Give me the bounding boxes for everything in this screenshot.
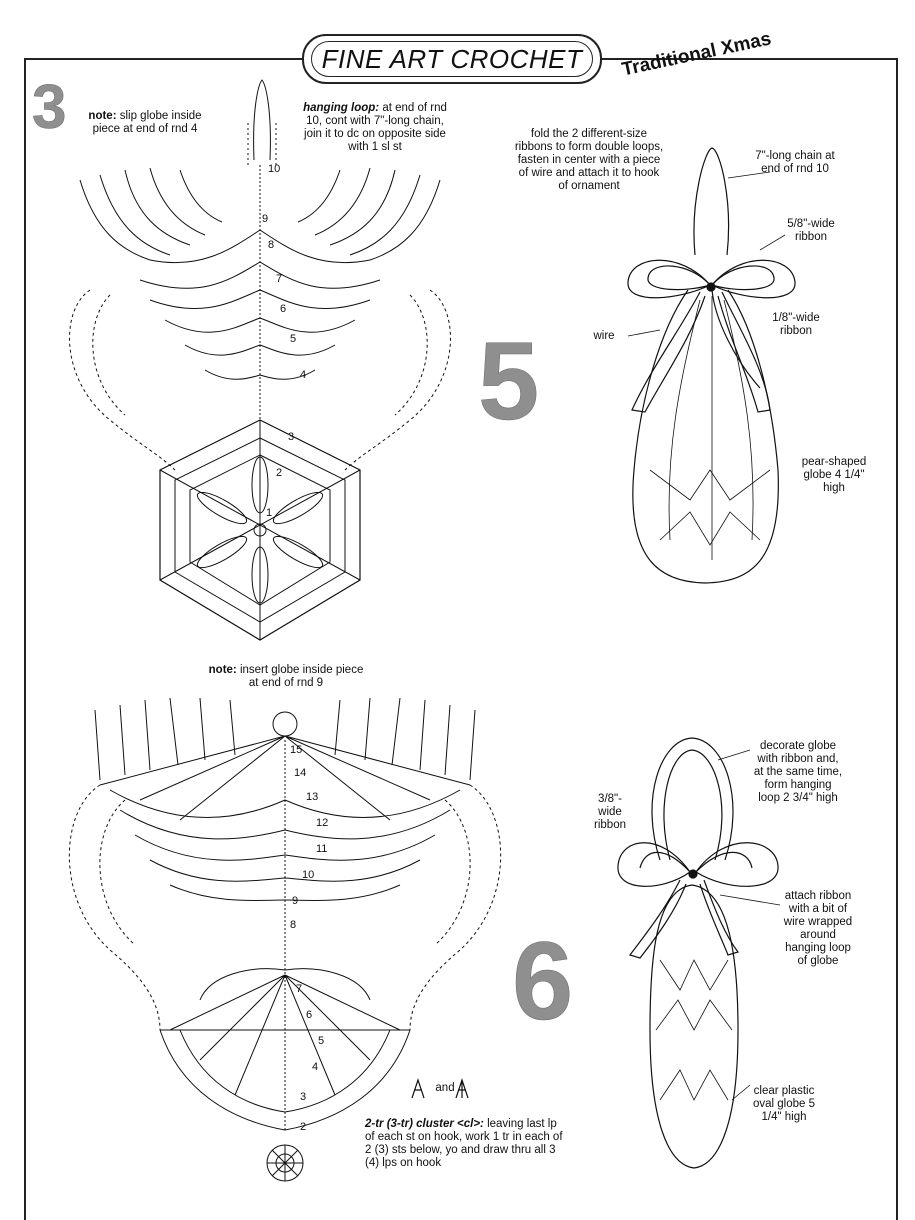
s3-round-10: 10 bbox=[268, 163, 280, 175]
s4-cluster-note: 2-tr (3-tr) cluster <cl>: leaving last l… bbox=[365, 1118, 565, 1170]
diagram-4-round-numbers: 15 14 13 12 11 10 9 8 7 6 5 4 3 2 bbox=[290, 744, 328, 1133]
section-number-3: 3 bbox=[32, 73, 67, 143]
s3-round-6: 6 bbox=[280, 303, 286, 315]
s3-note-text: slip globe inside piece at end of rnd 4 bbox=[92, 110, 202, 135]
s4-round-12: 12 bbox=[316, 817, 328, 829]
figure-6-ornament bbox=[617, 737, 781, 1169]
s6-ribbon-label: 3/8"-wide ribbon bbox=[594, 793, 626, 831]
s6-attach: attach ribbon with a bit of wire wrapped… bbox=[783, 890, 853, 967]
figure-5-ornament bbox=[627, 147, 796, 584]
header-title: FINE ART CROCHET bbox=[311, 41, 593, 77]
s4-note-label: note: bbox=[208, 664, 237, 676]
s3-loop-label: hanging loop: bbox=[303, 102, 380, 114]
s3-loop-note: hanging loop: at end of rnd 10, cont wit… bbox=[300, 102, 450, 154]
s4-round-8: 8 bbox=[290, 919, 296, 931]
s3-round-9: 9 bbox=[262, 213, 268, 225]
s4-round-11: 11 bbox=[316, 843, 327, 855]
s3-round-2: 2 bbox=[276, 467, 282, 479]
s5-ribbon-wide: 5/8"-wide ribbon bbox=[787, 218, 835, 243]
s4-round-9: 9 bbox=[292, 895, 298, 907]
s4-round-5: 5 bbox=[318, 1035, 324, 1047]
s3-round-8: 8 bbox=[268, 239, 274, 251]
s4-note: note: insert globe inside piece at end o… bbox=[206, 664, 366, 690]
s4-note-text: insert globe inside piece at end of rnd … bbox=[239, 664, 364, 689]
s3-round-5: 5 bbox=[290, 333, 296, 345]
s5-ribbon-narrow: 1/8"-wide ribbon bbox=[772, 312, 820, 337]
s3-note-label: note: bbox=[88, 110, 117, 122]
s5-instruction: fold the 2 different-size ribbons to for… bbox=[514, 128, 664, 192]
s4-symbol-joiner: and bbox=[435, 1082, 455, 1094]
s4-round-3: 3 bbox=[300, 1091, 306, 1103]
s3-round-7: 7 bbox=[276, 273, 282, 285]
s4-round-6: 6 bbox=[306, 1009, 312, 1021]
s4-cluster-label: 2-tr (3-tr) cluster <cl>: bbox=[365, 1118, 484, 1130]
s5-globe-label: pear-shaped globe 4 1/4" high bbox=[801, 456, 867, 494]
s3-loop-text: at end of rnd 10, cont with 7"-long chai… bbox=[304, 102, 447, 153]
diagram-3-round-numbers: 10 9 8 7 6 5 4 3 2 1 bbox=[262, 163, 306, 519]
s4-round-4: 4 bbox=[312, 1061, 318, 1073]
s3-round-1: 1 bbox=[266, 507, 272, 519]
s3-round-4: 4 bbox=[300, 369, 306, 381]
s4-round-14: 14 bbox=[294, 767, 306, 779]
s4-round-13: 13 bbox=[306, 791, 318, 803]
s4-round-10: 10 bbox=[302, 869, 314, 881]
diagram-4-chart bbox=[68, 697, 502, 1182]
s4-round-15: 15 bbox=[290, 744, 302, 756]
header-banner: FINE ART CROCHET bbox=[302, 34, 602, 84]
s6-decorate: decorate globe with ribbon and, at the s… bbox=[753, 740, 843, 804]
section-number-5: 5 bbox=[478, 320, 540, 444]
s4-round-2: 2 bbox=[300, 1121, 306, 1133]
s3-note: note: slip globe inside piece at end of … bbox=[86, 110, 204, 136]
section-number-6: 6 bbox=[512, 920, 574, 1044]
s3-round-3: 3 bbox=[288, 431, 294, 443]
diagram-3-chart bbox=[69, 79, 451, 641]
s6-globe-label: clear plastic oval globe 5 1/4" high bbox=[752, 1085, 816, 1123]
s5-chain-label: 7"-long chain at end of rnd 10 bbox=[755, 150, 835, 175]
s5-wire-label: wire bbox=[593, 330, 615, 342]
s4-cluster-text: leaving last lp of each st on hook, work… bbox=[365, 1118, 563, 1169]
s4-round-7: 7 bbox=[296, 983, 302, 995]
